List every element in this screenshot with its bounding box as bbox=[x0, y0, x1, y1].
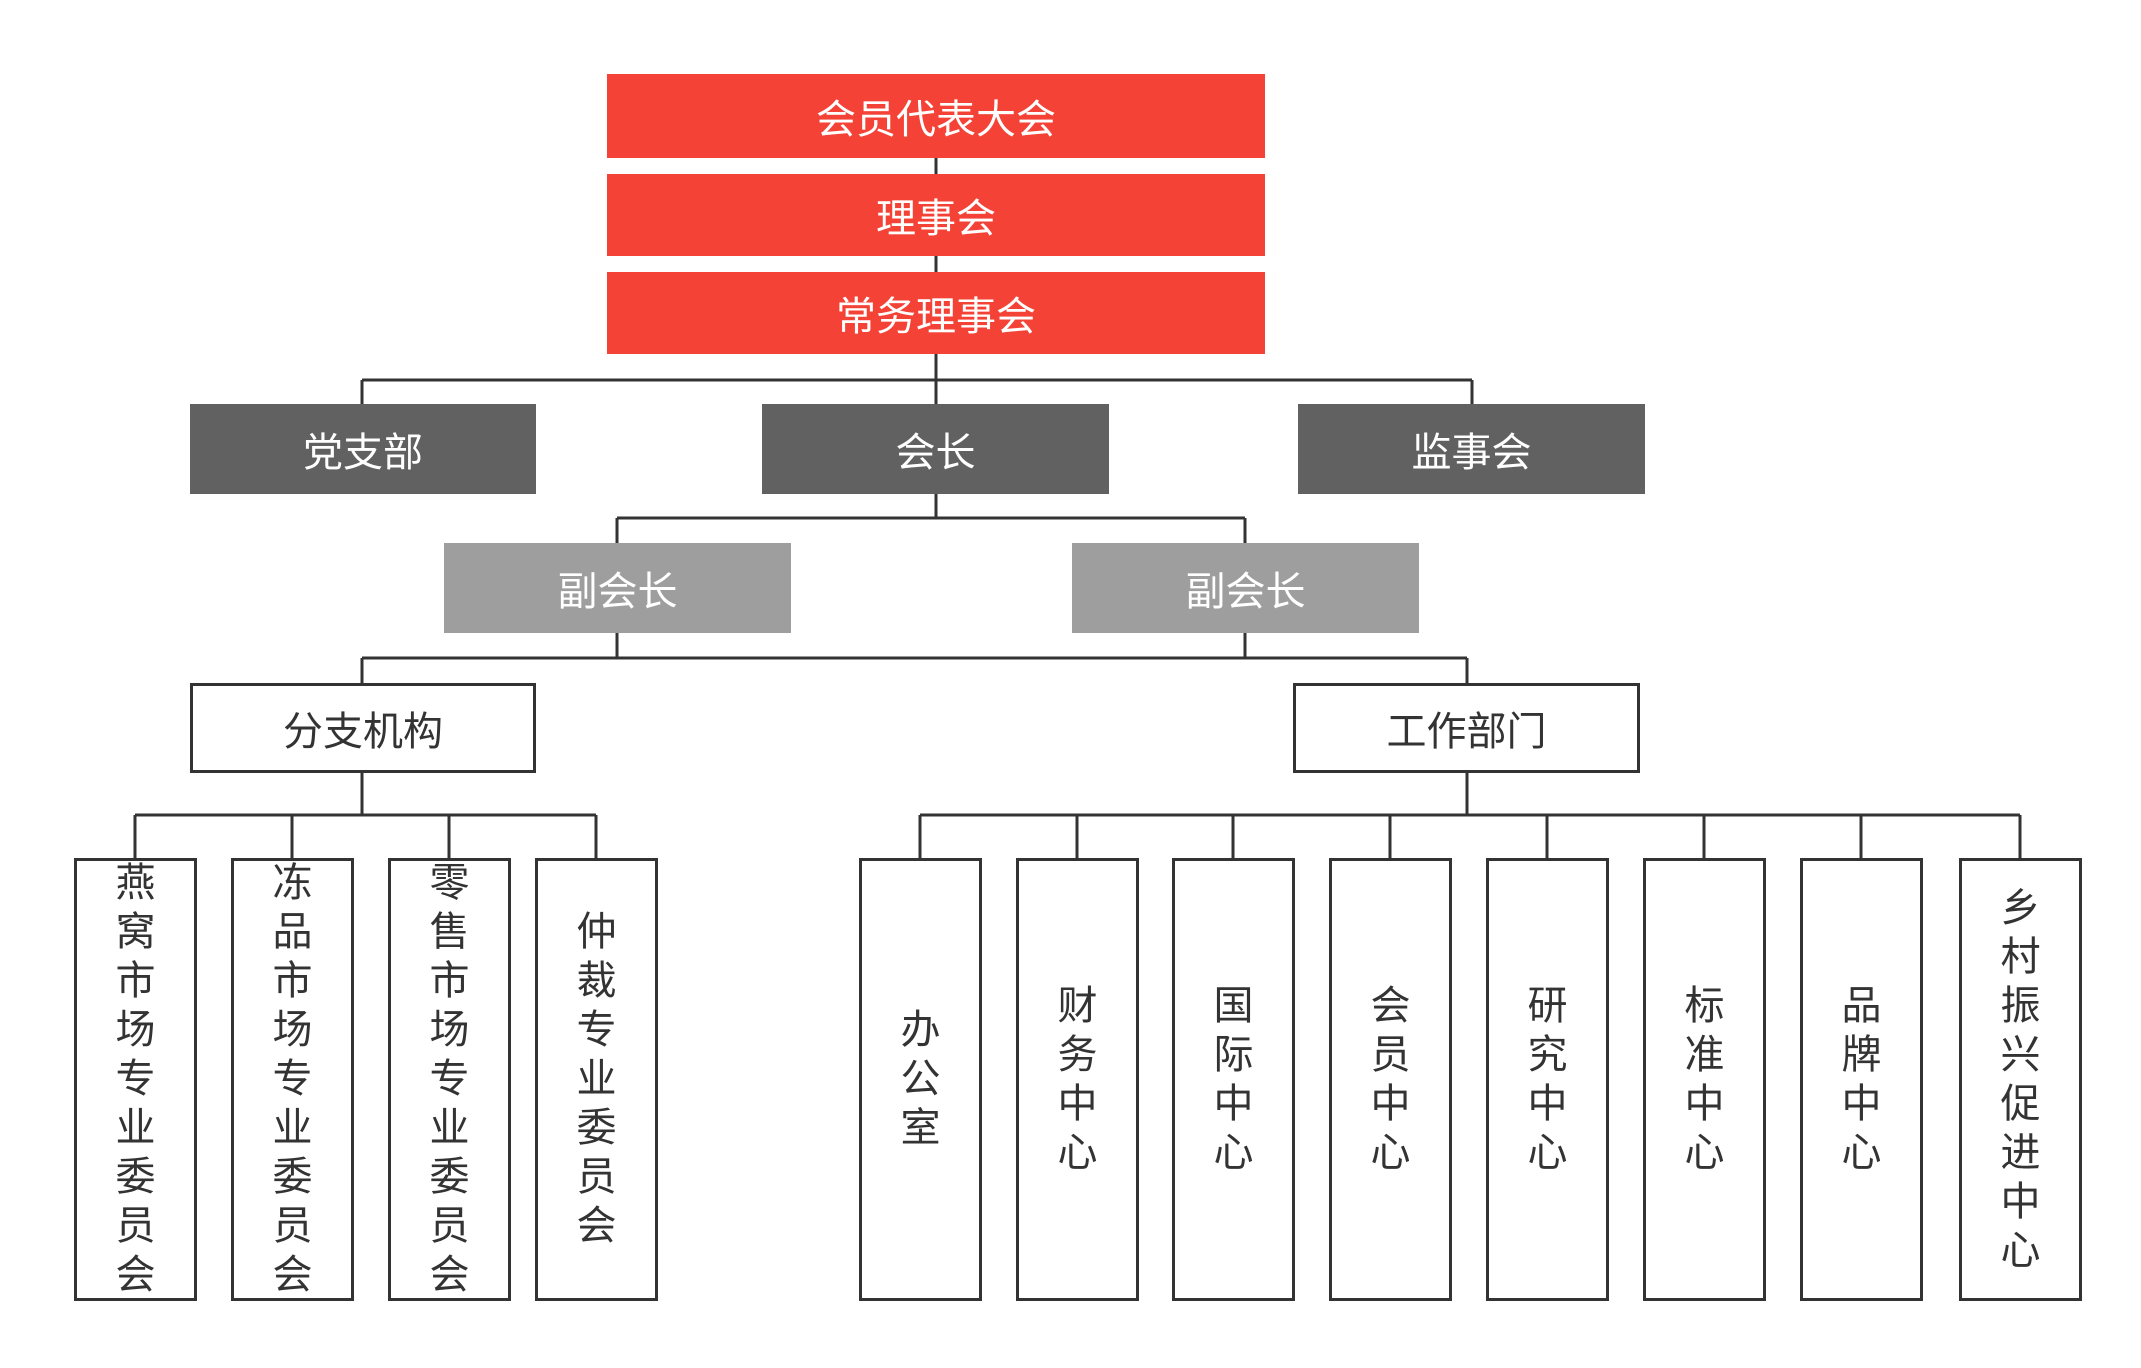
dept-box-office: 办公室 bbox=[859, 858, 982, 1301]
dept-label-finance: 财务中心 bbox=[1057, 982, 1098, 1176]
members-congress-label: 会员代表大会 bbox=[816, 97, 1056, 143]
branch-box-retail: 零售市场专业委员会 bbox=[388, 858, 511, 1301]
president-box: 会长 bbox=[762, 404, 1109, 494]
president-label: 会长 bbox=[895, 430, 976, 476]
dept-label-international: 国际中心 bbox=[1213, 982, 1254, 1176]
dept-label-research: 研究中心 bbox=[1527, 982, 1568, 1176]
branch-box-bird-nest: 燕窝市场专业委员会 bbox=[74, 858, 197, 1301]
dept-box-international: 国际中心 bbox=[1172, 858, 1295, 1301]
dept-label-rural-revitalization: 乡村振兴促进中心 bbox=[2000, 884, 2041, 1274]
standing-council-box: 常务理事会 bbox=[607, 272, 1265, 354]
departments-group-box: 工作部门 bbox=[1293, 683, 1640, 773]
vice-president-label-2: 副会长 bbox=[1185, 569, 1306, 615]
party-branch-box: 党支部 bbox=[190, 404, 536, 494]
dept-box-brand: 品牌中心 bbox=[1800, 858, 1923, 1301]
dept-label-standards: 标准中心 bbox=[1684, 982, 1725, 1176]
party-branch-label: 党支部 bbox=[303, 430, 423, 476]
branch-label-arbitration: 仲裁专业委员会 bbox=[576, 909, 617, 1249]
branches-group-label: 分支机构 bbox=[283, 709, 443, 755]
supervisory-board-label: 监事会 bbox=[1411, 430, 1532, 476]
dept-box-membership: 会员中心 bbox=[1329, 858, 1452, 1301]
branch-label-retail: 零售市场专业委员会 bbox=[429, 860, 470, 1298]
branch-label-frozen: 冻品市场专业委员会 bbox=[272, 860, 313, 1298]
dept-box-finance: 财务中心 bbox=[1016, 858, 1139, 1301]
supervisory-board-box: 监事会 bbox=[1298, 404, 1645, 494]
council-label: 理事会 bbox=[876, 196, 996, 242]
vice-president-box-1: 副会长 bbox=[444, 543, 791, 633]
members-congress-box: 会员代表大会 bbox=[607, 74, 1265, 158]
dept-box-rural-revitalization: 乡村振兴促进中心 bbox=[1959, 858, 2082, 1301]
departments-group-label: 工作部门 bbox=[1386, 709, 1547, 755]
branch-label-bird-nest: 燕窝市场专业委员会 bbox=[115, 860, 156, 1298]
dept-label-membership: 会员中心 bbox=[1370, 982, 1411, 1176]
standing-council-label: 常务理事会 bbox=[836, 294, 1036, 340]
branches-group-box: 分支机构 bbox=[190, 683, 536, 773]
council-box: 理事会 bbox=[607, 174, 1265, 256]
vice-president-box-2: 副会长 bbox=[1072, 543, 1419, 633]
dept-label-brand: 品牌中心 bbox=[1841, 982, 1882, 1176]
dept-box-research: 研究中心 bbox=[1486, 858, 1609, 1301]
dept-box-standards: 标准中心 bbox=[1643, 858, 1766, 1301]
branch-box-frozen: 冻品市场专业委员会 bbox=[231, 858, 354, 1301]
vice-president-label-1: 副会长 bbox=[557, 569, 678, 615]
dept-label-office: 办公室 bbox=[900, 1007, 941, 1151]
branch-box-arbitration: 仲裁专业委员会 bbox=[535, 858, 658, 1301]
